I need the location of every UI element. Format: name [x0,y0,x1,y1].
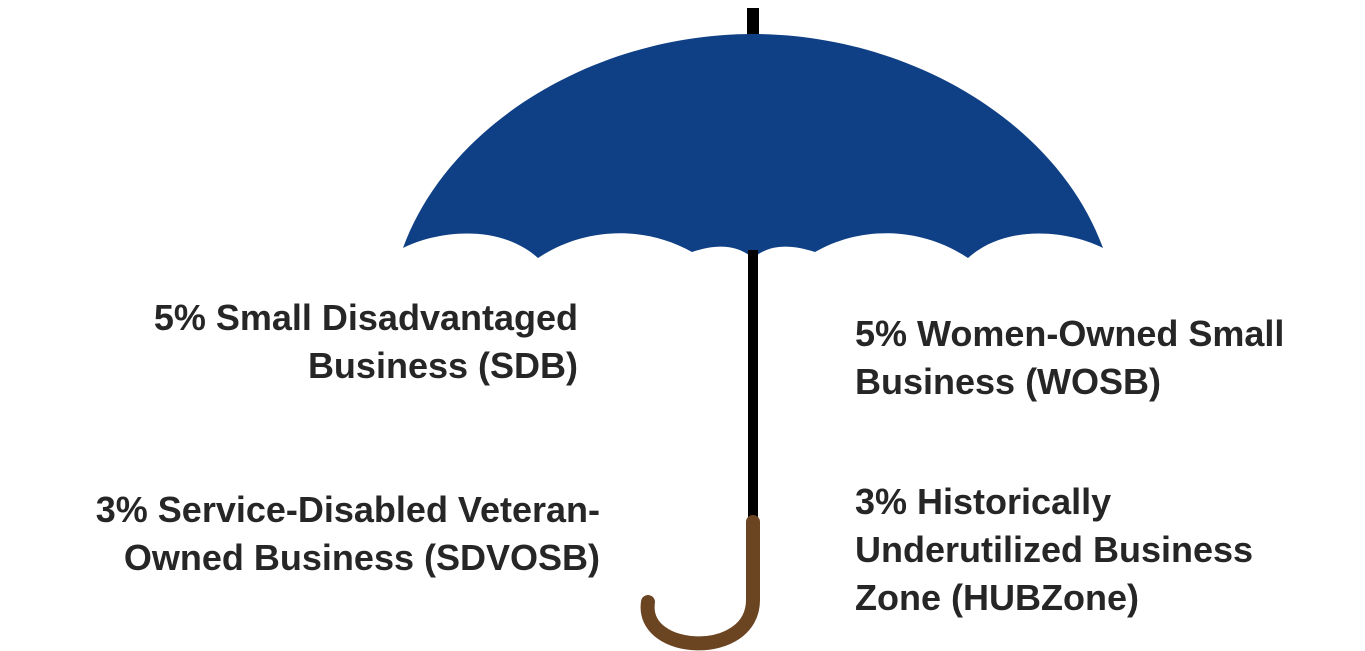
umbrella-shaft [748,250,758,528]
hubzone-label-line1: 3% Historically [855,481,1112,522]
sdvosb-label-line2: Owned Business (SDVOSB) [123,537,600,578]
sdb-label-line1: 5% Small Disadvantaged [153,297,578,338]
umbrella-canopy [403,34,1103,258]
umbrella-handle [640,515,760,651]
sdvosb-label: 3% Service-Disabled Veteran- Owned Busin… [0,486,600,582]
wosb-label-line2: Business (WOSB) [855,361,1162,402]
umbrella-tip [747,8,759,38]
wosb-label: 5% Women-Owned Small Business (WOSB) [855,310,1360,406]
sdb-label: 5% Small Disadvantaged Business (SDB) [40,294,578,390]
hubzone-label-line2: Underutilized Business [855,529,1254,570]
hubzone-label-line3: Zone (HUBZone) [855,577,1139,618]
sdb-label-line2: Business (SDB) [307,345,578,386]
wosb-label-line1: 5% Women-Owned Small [855,313,1285,354]
sdvosb-label-line1: 3% Service-Disabled Veteran- [95,489,600,530]
hubzone-label: 3% Historically Underutilized Business Z… [855,478,1360,622]
